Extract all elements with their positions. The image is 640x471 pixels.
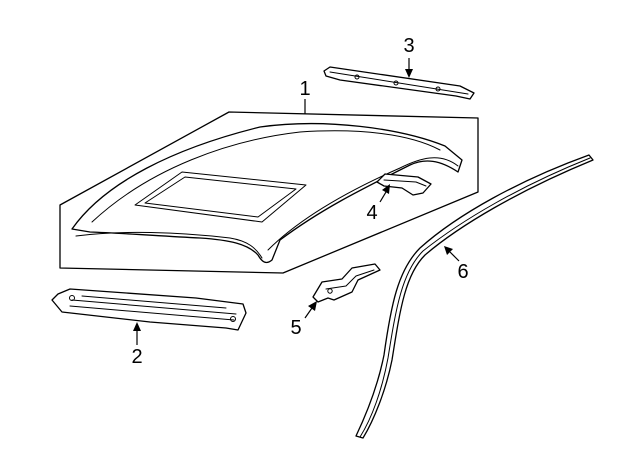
- arrow-5: [308, 301, 317, 311]
- front-header-hole-right: [230, 316, 236, 322]
- roof-panel-body: [71, 123, 463, 264]
- arrow-2: [133, 322, 141, 331]
- callout-1: 1: [299, 78, 310, 100]
- rear-header-ridge: [329, 71, 469, 95]
- roof-crown-line: [91, 130, 441, 223]
- front-header-hole-left: [69, 295, 75, 301]
- sunroof-opening: [134, 171, 307, 223]
- front-header-ridge-3: [81, 295, 227, 309]
- front-header-ridge-1: [71, 299, 237, 315]
- front-header-ridge-2: [69, 305, 235, 321]
- small-bracket-ridge: [325, 269, 375, 290]
- sunroof-inner-edge: [144, 176, 297, 218]
- part-3-rear-header: [323, 66, 475, 100]
- part-4-reinforcement-bracket: [376, 173, 432, 196]
- callout-4: 4: [366, 202, 377, 224]
- leader-5: [304, 307, 313, 319]
- callout-2: 2: [131, 346, 142, 368]
- front-header-body: [51, 288, 247, 331]
- arrow-6: [444, 246, 453, 255]
- callout-6: 6: [457, 261, 468, 283]
- callout-5: 5: [290, 317, 301, 339]
- part-6-drip-molding: [355, 154, 594, 439]
- bracket-edge: [383, 179, 427, 187]
- molding-strip: [355, 154, 594, 439]
- part-5-small-bracket: [312, 263, 381, 303]
- leader-4: [379, 191, 387, 203]
- callout-labels: 1 2 3 4 5 6: [131, 35, 468, 368]
- rear-header-hole-1: [354, 74, 360, 80]
- bracket-body: [376, 173, 432, 196]
- roof-front-flange: [75, 231, 263, 259]
- arrow-3: [405, 69, 413, 78]
- part-1-roof-panel: [59, 111, 479, 274]
- rear-header-hole-2: [393, 80, 399, 86]
- leader-lines: [133, 58, 460, 345]
- callout-3: 3: [403, 35, 414, 57]
- leader-6: [449, 251, 460, 262]
- part-2-front-header: [51, 288, 247, 331]
- rear-header-hole-3: [435, 86, 441, 92]
- small-bracket-body: [312, 263, 381, 303]
- molding-strip-center: [359, 157, 591, 438]
- arrow-4: [382, 184, 390, 194]
- small-bracket-hole: [327, 288, 333, 294]
- roof-side-flange: [267, 157, 459, 251]
